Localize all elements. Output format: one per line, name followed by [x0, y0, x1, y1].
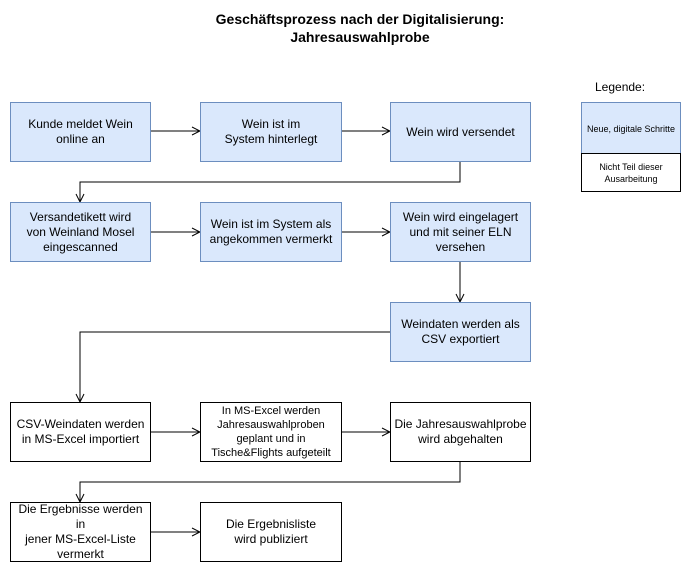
step-wine-shipped: Wein wird versendet: [390, 102, 531, 162]
legend-title: Legende:: [595, 80, 646, 94]
step-tasting-held: Die Jahresauswahlprobe wird abgehalten: [390, 402, 531, 462]
title-line-1: Geschäftsprozess nach der Digitalisierun…: [215, 11, 505, 27]
step-csv-import-excel: CSV-Weindaten werden in MS-Excel importi…: [10, 402, 151, 462]
step-customer-registers-wine: Kunde meldet Wein online an: [10, 102, 151, 162]
step-results-recorded: Die Ergebnisse werden in jener MS-Excel-…: [10, 502, 151, 562]
step-wine-stored-in-system: Wein ist im System hinterlegt: [200, 102, 342, 162]
step-wine-stored-eln: Wein wird eingelagert und mit seiner ELN…: [390, 202, 531, 262]
step-label-scanned: Versandetikett wird von Weinland Mosel e…: [10, 202, 151, 262]
title-line-2: Jahresauswahlprobe: [290, 29, 430, 45]
legend-digital-step: Neue, digitale Schritte: [581, 102, 681, 156]
arrow-s3-s4: [80, 161, 461, 202]
legend-not-part-step: Nicht Teil dieser Ausarbeitung: [581, 153, 681, 192]
arrow-s10-s11: [80, 462, 461, 502]
step-wine-marked-arrived: Wein ist im System als angekommen vermer…: [200, 202, 342, 262]
step-csv-export: Weindaten werden als CSV exportiert: [390, 302, 531, 362]
step-results-published: Die Ergebnisliste wird publiziert: [200, 502, 342, 562]
arrow-s7-s8: [80, 331, 390, 402]
step-excel-planning: In MS-Excel werden Jahresauswahlproben g…: [200, 402, 342, 462]
diagram-title: Geschäftsprozess nach der Digitalisierun…: [150, 10, 570, 46]
